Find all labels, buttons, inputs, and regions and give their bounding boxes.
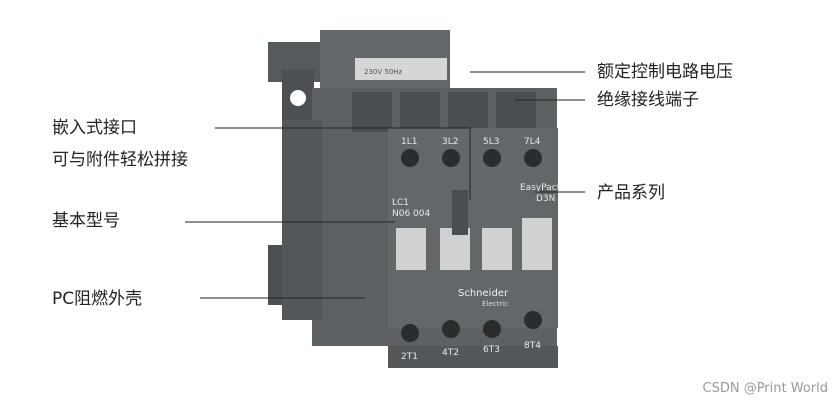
accessory-slot — [452, 190, 468, 235]
barrier-3 — [448, 92, 488, 132]
screw-icon — [442, 149, 460, 167]
indicator-window-mid-right — [482, 228, 512, 270]
brand-name: Schneider — [458, 288, 509, 299]
callout-rated-voltage: 额定控制电路电压 — [597, 62, 733, 82]
screw-icon — [401, 149, 419, 167]
barrier-1 — [352, 92, 392, 132]
screw-icon — [442, 320, 460, 338]
terminal-label-top-1: 1L1 — [401, 137, 417, 147]
callout-embedded-line1: 嵌入式接口 — [52, 118, 137, 138]
screw-icon — [483, 149, 501, 167]
terminal-label-bottom-2: 4T2 — [442, 348, 459, 358]
callout-basic-model: 基本型号 — [52, 211, 120, 231]
terminal-label-top-2: 3L2 — [442, 137, 458, 147]
screw-icon — [524, 149, 542, 167]
coil-voltage-text: 230V 50Hz — [364, 68, 403, 76]
terminal-label-top-4: 7L4 — [524, 137, 541, 147]
leader-lines — [185, 71, 585, 299]
model-line-2: N06 004 — [392, 209, 430, 219]
series-code: D3N — [536, 194, 555, 204]
terminal-label-bottom-3: 6T3 — [483, 345, 500, 355]
side-panel — [282, 120, 322, 320]
barrier-2 — [400, 92, 440, 132]
top-screws — [401, 149, 542, 167]
indicator-window-left — [396, 228, 426, 270]
callout-product-series: 产品系列 — [597, 183, 665, 203]
screw-icon — [483, 320, 501, 338]
coil-label-plate — [355, 58, 447, 80]
watermark: CSDN @Print World — [702, 381, 829, 396]
model-line-1: LC1 — [392, 198, 409, 208]
bottom-terminal-base — [388, 346, 558, 368]
mount-hole-top — [290, 90, 306, 106]
bottom-screws — [401, 311, 542, 342]
terminal-label-top-3: 5L3 — [483, 137, 499, 147]
brand-sub: Electric — [482, 300, 508, 308]
callout-housing: PC阻燃外壳 — [52, 289, 143, 309]
callout-terminal: 绝缘接线端子 — [597, 90, 699, 110]
barrier-4 — [496, 92, 536, 132]
callout-embedded-line2: 可与附件轻松拼接 — [52, 150, 188, 170]
screw-icon — [401, 324, 419, 342]
series-name: EasyPact — [520, 183, 561, 193]
terminal-label-bottom-4: 8T4 — [524, 341, 541, 351]
terminal-label-bottom-1: 2T1 — [401, 352, 418, 362]
screw-icon — [524, 311, 542, 329]
indicator-window-right — [522, 218, 552, 270]
